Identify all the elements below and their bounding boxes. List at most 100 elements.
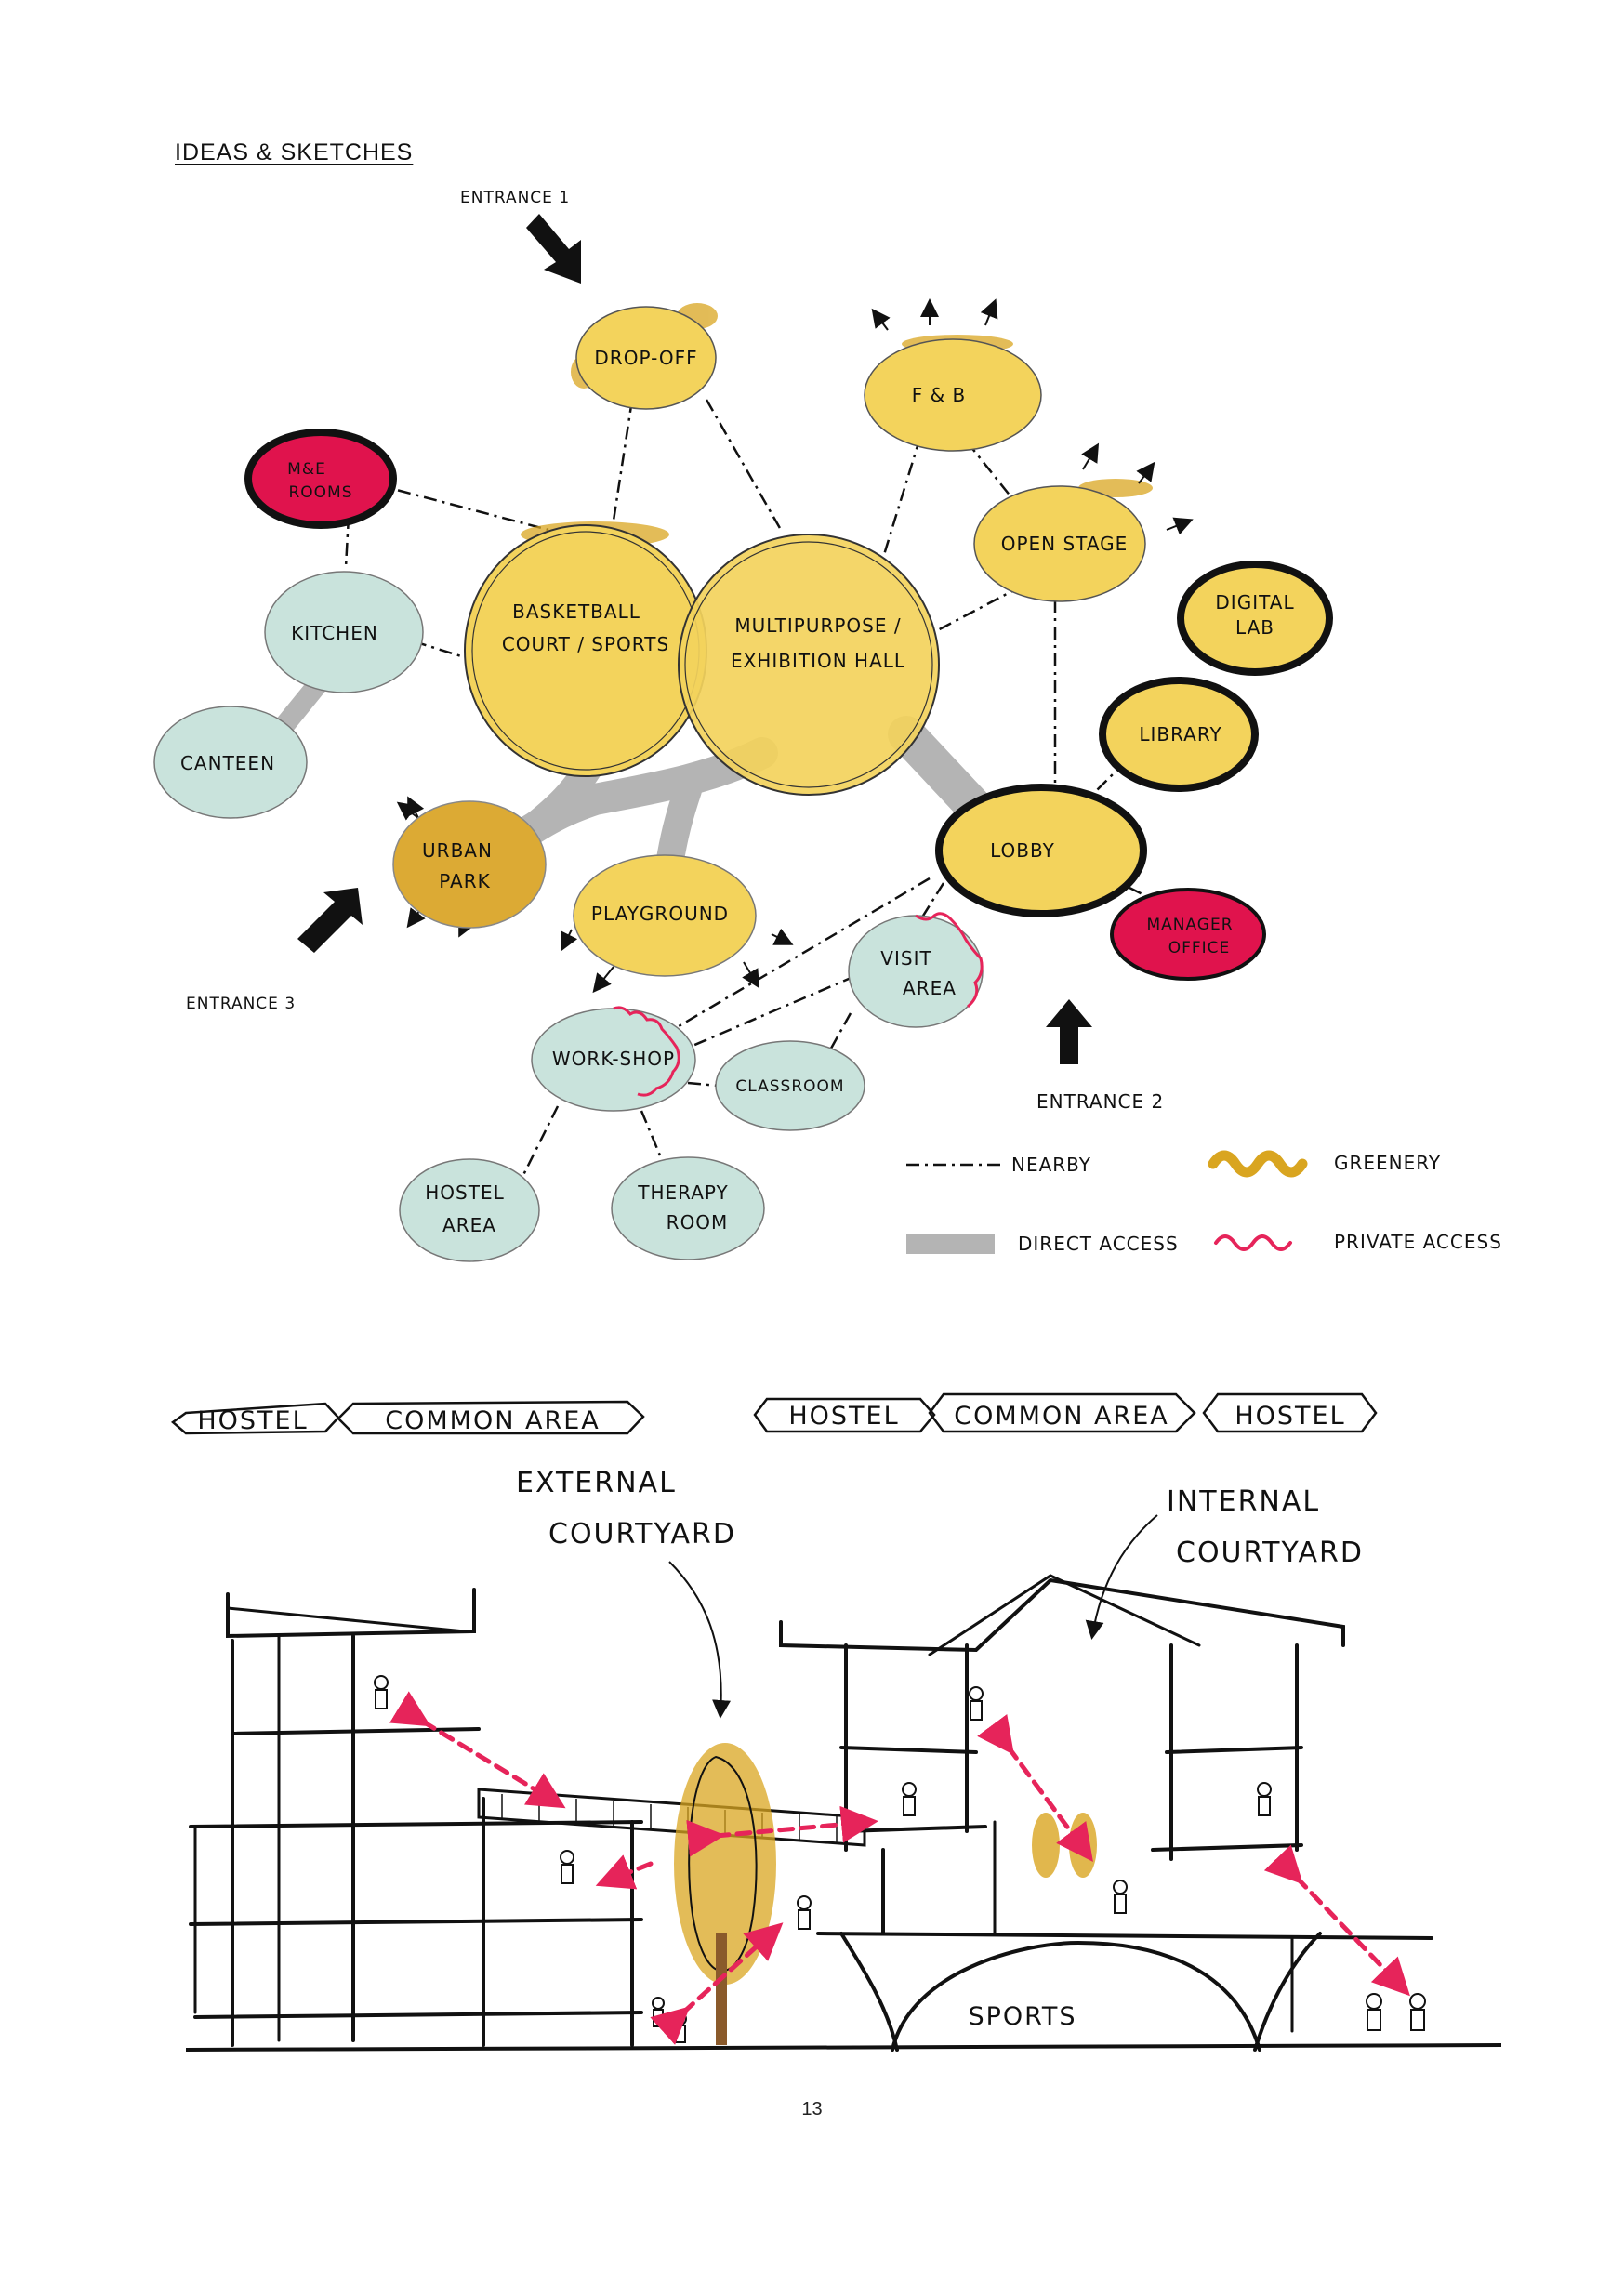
nearby-lobby-manager	[1129, 886, 1158, 904]
nearby-workshop-classroom	[687, 1081, 740, 1089]
legend-direct-access-label: DIRECT ACCESS	[1018, 1233, 1179, 1255]
label-office: OFFICE	[1168, 939, 1231, 957]
label-canteen: CANTEEN	[180, 752, 275, 774]
legend-private-access-label: PRIVATE ACCESS	[1334, 1231, 1502, 1253]
page-heading: IDEAS & SKETCHES	[175, 139, 414, 165]
tag-common-area-left: COMMON AREA	[385, 1406, 601, 1435]
label-dropoff: DROP-OFF	[594, 347, 697, 369]
nearby-visit-workshop	[692, 974, 856, 1048]
tag-hostel-right-2-shape	[1202, 1392, 1378, 1433]
person-icon	[902, 1782, 917, 1816]
legend-greenery-label: GREENERY	[1334, 1152, 1441, 1174]
label-therapy: THERAPY	[637, 1181, 729, 1204]
entrance-1: ENTRANCE 1	[460, 189, 581, 284]
bubble-classroom: CLASSROOM	[715, 1040, 865, 1131]
bubble-hostel-area: HOSTEL AREA	[399, 1158, 540, 1262]
label-lab: LAB	[1235, 616, 1274, 639]
label-court-sports: COURT / SPORTS	[502, 633, 669, 655]
person-icon	[969, 1686, 984, 1721]
access-arrow	[389, 1691, 566, 1809]
bubble-workshop: WORK-SHOP	[531, 1006, 696, 1112]
label-manager: MANAGER	[1146, 916, 1233, 934]
direct-access-hall-lobby	[888, 716, 995, 827]
tag-hostel-left: HOSTEL	[197, 1406, 308, 1435]
legend-greenery: GREENERY	[1208, 1150, 1441, 1178]
label-basketball: BASKETBALL	[512, 600, 640, 623]
label-area: AREA	[903, 977, 957, 999]
label-me-rooms: ROOMS	[288, 483, 352, 502]
access-arrow	[1263, 1844, 1410, 1997]
tag-hostel-right-2: HOSTEL	[1235, 1402, 1345, 1431]
label-workshop: WORK-SHOP	[552, 1048, 675, 1070]
label-lobby: LOBBY	[990, 839, 1055, 862]
section-sketch: HOSTEL COMMON AREA HOSTEL COMMON AREA HO…	[170, 1392, 1502, 2052]
bubble-manager-office: MANAGER OFFICE	[1110, 888, 1266, 981]
outdoor-arrow	[771, 928, 794, 945]
arch-right	[1253, 1932, 1322, 2052]
private-access-arrows	[389, 1691, 1410, 2045]
bubble-canteen: CANTEEN	[153, 706, 308, 819]
access-arrow	[977, 1713, 1093, 1863]
tag-hostel-right-1: HOSTEL	[788, 1402, 899, 1431]
nearby-fb-hall	[881, 436, 922, 559]
outdoor-arrow	[871, 308, 891, 331]
label-hostel-area: AREA	[442, 1214, 496, 1236]
label-visit: VISIT	[880, 947, 931, 970]
legend-nearby-label: NEARBY	[1011, 1154, 1091, 1176]
label-library: LIBRARY	[1139, 723, 1221, 746]
label-digital: DIGITAL	[1215, 591, 1294, 614]
label-playground: PLAYGROUND	[591, 903, 729, 925]
bubble-diagram: DROP-OFF F & B M&E ROOMS KITCHEN CANTEEN	[153, 189, 1502, 1262]
arch-left	[839, 1932, 899, 2052]
bubble-digital-lab: DIGITAL LAB	[1177, 561, 1333, 676]
zone-tags-right	[753, 1392, 1378, 1433]
right-building	[779, 1574, 1433, 2052]
nearby-lobby-visit	[918, 882, 945, 921]
label-entrance-1: ENTRANCE 1	[460, 189, 570, 207]
label-entrance-3: ENTRANCE 3	[186, 995, 296, 1013]
private-access-visit	[915, 912, 984, 1009]
access-arrow	[686, 1805, 878, 1857]
person-icon	[652, 1997, 665, 2027]
label-sports: SPORTS	[968, 2002, 1076, 2031]
label-multipurpose: MULTIPURPOSE /	[734, 614, 901, 637]
tag-common-area-left-shape	[337, 1400, 645, 1435]
tag-hostel-left-shape	[170, 1402, 340, 1435]
entrance-1-arrow-icon	[526, 214, 581, 284]
zone-tags-left	[170, 1400, 645, 1435]
bubble-fb: F & B	[864, 338, 1042, 452]
bubble-lobby: LOBBY	[935, 784, 1147, 917]
person-icon	[374, 1675, 389, 1709]
person-icon	[1409, 1993, 1426, 2031]
label-fb: F & B	[912, 384, 967, 406]
internal-courtyard-leader	[1085, 1514, 1158, 1640]
private-access-workshop	[613, 1006, 680, 1097]
right-roof	[779, 1577, 1345, 1653]
nearby-dropoff-court	[612, 399, 634, 521]
legend-nearby: NEARBY	[906, 1154, 1091, 1176]
page-number: 13	[801, 2099, 823, 2119]
outdoor-arrow	[742, 961, 760, 989]
ground-line	[185, 2043, 1502, 2052]
arch	[891, 1940, 1261, 2052]
outdoor-arrow	[407, 796, 425, 819]
label-park: PARK	[439, 870, 490, 892]
nearby-dropoff-hall	[705, 399, 783, 531]
label-open-stage: OPEN STAGE	[1001, 533, 1129, 555]
bubble-multipurpose-hall: MULTIPURPOSE / EXHIBITION HALL	[678, 534, 940, 796]
bubble-open-stage: OPEN STAGE	[973, 485, 1146, 602]
label-me: M&E	[287, 460, 326, 479]
bubble-me-rooms: M&E ROOMS	[244, 429, 397, 529]
tag-hostel-right-1-shape	[753, 1397, 936, 1433]
bubble-therapy-room: THERAPY ROOM	[611, 1156, 765, 1260]
person-icon	[560, 1850, 574, 1884]
label-entrance-2: ENTRANCE 2	[1036, 1090, 1164, 1113]
external-courtyard-leader	[668, 1561, 732, 1719]
nearby-me-court	[371, 482, 549, 532]
tree-external-courtyard	[674, 1743, 776, 2045]
outdoor-arrow	[1166, 517, 1194, 535]
outdoor-arrows	[396, 298, 1194, 994]
outdoor-arrow	[1081, 442, 1100, 470]
